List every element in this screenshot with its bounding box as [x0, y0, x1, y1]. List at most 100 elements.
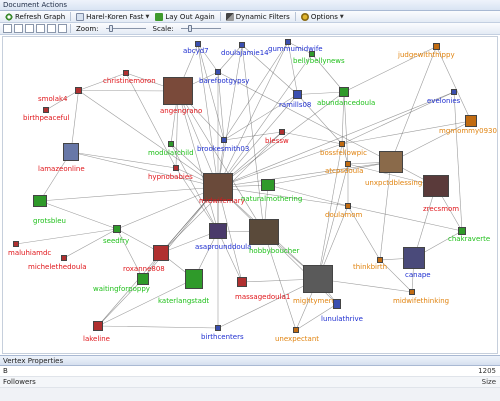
- vertex-image[interactable]: [215, 325, 221, 331]
- vertex-image[interactable]: [403, 247, 425, 269]
- vertex-image[interactable]: [203, 173, 233, 201]
- vertex-image[interactable]: [168, 141, 174, 147]
- vertex-image[interactable]: [43, 107, 49, 113]
- select-adjacent-icon[interactable]: [14, 24, 23, 33]
- vertex-image[interactable]: [465, 115, 477, 127]
- vertex-image[interactable]: [63, 143, 79, 161]
- vertex-image[interactable]: [123, 70, 129, 76]
- vertex-image[interactable]: [458, 227, 466, 235]
- options-button[interactable]: Options ▼: [298, 11, 347, 22]
- vertex-image[interactable]: [333, 299, 341, 309]
- zoom-in-icon[interactable]: [47, 24, 56, 33]
- vertex-image[interactable]: [303, 265, 333, 293]
- vertex-label[interactable]: waitingforpoppy: [93, 285, 150, 293]
- vertex-image[interactable]: [237, 277, 247, 287]
- vertex-image[interactable]: [345, 203, 351, 209]
- vertex-image[interactable]: [309, 51, 315, 57]
- vertex-image[interactable]: [377, 257, 383, 263]
- vertex-label[interactable]: doulamom: [325, 211, 363, 219]
- vertex-image[interactable]: [239, 42, 245, 48]
- vertex-label[interactable]: unxpctdblessing: [365, 179, 423, 187]
- refresh-graph-button[interactable]: Refresh Graph: [2, 11, 68, 22]
- vertex-image[interactable]: [113, 225, 121, 233]
- select-pointer-icon[interactable]: [3, 24, 12, 33]
- vertex-label[interactable]: roxanne808: [123, 265, 165, 273]
- vertex-label[interactable]: barefootgypsy: [199, 77, 250, 85]
- vertex-image[interactable]: [137, 273, 149, 285]
- vertex-label[interactable]: doulajamie14: [221, 49, 269, 57]
- vertex-image[interactable]: [293, 90, 302, 99]
- vertex-image[interactable]: [75, 87, 82, 94]
- vertex-label[interactable]: bellybellynews: [293, 57, 345, 65]
- vertex-label[interactable]: seedfry: [103, 237, 130, 245]
- vertex-image[interactable]: [185, 269, 203, 289]
- vertex-label[interactable]: midwifemary: [199, 197, 245, 205]
- scale-slider[interactable]: [180, 24, 221, 33]
- vertex-label[interactable]: asaprounddoula: [195, 243, 252, 251]
- vertex-label[interactable]: christinemoron: [103, 77, 156, 85]
- vertex-image[interactable]: [221, 137, 227, 143]
- vertex-image[interactable]: [433, 43, 440, 50]
- vertex-image[interactable]: [209, 223, 227, 239]
- zoom-slider-thumb[interactable]: [109, 25, 114, 32]
- vertex-label[interactable]: blessw: [265, 137, 289, 145]
- vertex-image[interactable]: [61, 255, 67, 261]
- vertex-label[interactable]: katerlangstadt: [158, 297, 210, 305]
- vertex-image[interactable]: [33, 195, 47, 207]
- vertex-label[interactable]: gummumidwife: [268, 45, 323, 53]
- vertex-image[interactable]: [261, 179, 275, 191]
- vertex-image[interactable]: [173, 165, 179, 171]
- vertex-label[interactable]: canape: [405, 271, 431, 279]
- dynamic-filters-button[interactable]: Dynamic Filters: [223, 11, 293, 22]
- vertex-label[interactable]: midwifethinking: [393, 297, 450, 305]
- vertex-image[interactable]: [285, 39, 291, 45]
- vertex-image[interactable]: [215, 69, 221, 75]
- vertex-image[interactable]: [153, 245, 169, 261]
- lay-out-again-button[interactable]: Lay Out Again: [152, 11, 217, 22]
- layout-select[interactable]: Harel-Koren Fast ▼: [73, 11, 152, 22]
- vertex-label[interactable]: modularchild: [148, 149, 194, 157]
- vertex-label[interactable]: abundancedoula: [317, 99, 376, 107]
- vertex-label[interactable]: ramills08: [279, 101, 312, 109]
- vertex-label[interactable]: naturalmothering: [241, 195, 303, 203]
- vertex-label[interactable]: evelonies: [427, 97, 461, 105]
- vertex-image[interactable]: [163, 77, 193, 105]
- vertex-label[interactable]: birthpeaceful: [23, 114, 70, 122]
- vertex-image[interactable]: [339, 141, 345, 147]
- scale-slider-thumb[interactable]: [187, 25, 192, 32]
- zoom-out-icon[interactable]: [58, 24, 67, 33]
- vertex-label[interactable]: chakraverte: [448, 235, 491, 243]
- vertex-label[interactable]: thinkbirth: [353, 263, 388, 271]
- zoom-slider[interactable]: [105, 24, 146, 33]
- vertex-label[interactable]: birthcenters: [201, 333, 244, 341]
- vertex-image[interactable]: [279, 129, 285, 135]
- vertex-image[interactable]: [249, 219, 279, 245]
- vertex-image[interactable]: [409, 289, 415, 295]
- vertex-label[interactable]: grotsbleu: [33, 217, 66, 225]
- vertex-image[interactable]: [293, 327, 299, 333]
- vertex-label[interactable]: abcyd7: [183, 47, 209, 55]
- vertex-label[interactable]: angengrano: [160, 107, 203, 115]
- vertex-label[interactable]: mgmommy0930: [439, 127, 497, 135]
- vertex-label[interactable]: massagedoula1: [235, 293, 291, 301]
- vertex-label[interactable]: zrecsmom: [423, 205, 460, 213]
- vertex-image[interactable]: [195, 41, 201, 47]
- vertex-image[interactable]: [379, 151, 403, 173]
- pan-icon[interactable]: [36, 24, 45, 33]
- vertex-label[interactable]: maluhiamdc: [8, 249, 52, 257]
- property-row[interactable]: B 1205: [0, 366, 500, 377]
- vertex-label[interactable]: judgewiththippy: [398, 51, 455, 59]
- vertex-label[interactable]: michelethedoula: [28, 263, 87, 271]
- vertex-image[interactable]: [339, 87, 349, 97]
- vertex-label[interactable]: hobbyboucher: [249, 247, 300, 255]
- vertex-label[interactable]: mightymercy: [293, 297, 340, 305]
- vertex-image[interactable]: [345, 161, 351, 167]
- vertex-image[interactable]: [423, 175, 449, 197]
- vertex-label[interactable]: hypnobabies: [148, 173, 193, 181]
- vertex-label[interactable]: unexpectant: [275, 335, 320, 343]
- vertex-image[interactable]: [451, 89, 457, 95]
- select-subgraph-icon[interactable]: [25, 24, 34, 33]
- vertex-label[interactable]: brookesmith03: [197, 145, 250, 153]
- vertex-label[interactable]: atcpsdoula: [325, 167, 364, 175]
